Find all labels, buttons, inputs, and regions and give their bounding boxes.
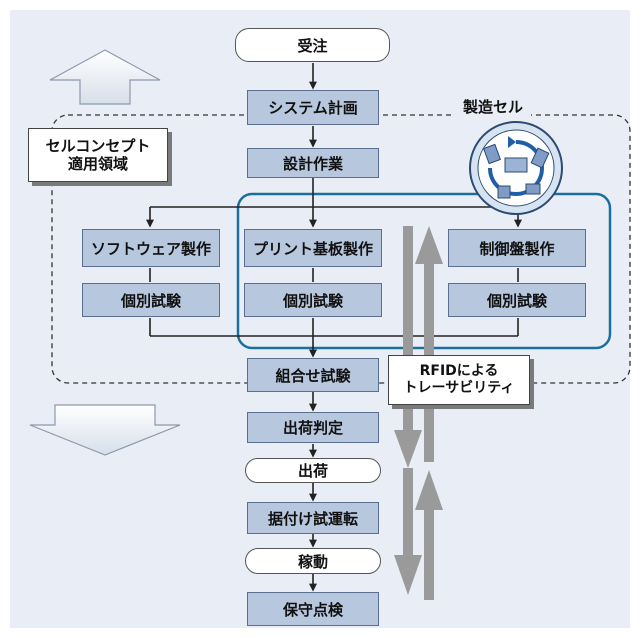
- node-order: 受注: [235, 28, 390, 62]
- node-unit-test-panel: 個別試験: [448, 283, 586, 317]
- trace-down-arrow-lower: [394, 468, 422, 595]
- big-up-arrow: [49, 49, 161, 105]
- node-system-plan: システム計画: [247, 90, 379, 125]
- node-integration-test: 組合せ試験: [247, 358, 379, 392]
- manufacturing-cell-label: 製造セル: [455, 96, 532, 117]
- node-unit-test-software: 個別試験: [82, 283, 220, 317]
- rfid-line2: トレーサビリティ: [403, 380, 515, 396]
- node-installation: 据付け試運転: [247, 502, 379, 534]
- cell-concept-label: セルコンセプト 適用領域: [28, 128, 168, 182]
- manufacturing-cell-icon: [469, 121, 563, 215]
- node-shipping-judgement: 出荷判定: [247, 412, 379, 443]
- cell-concept-line2: 適用領域: [67, 155, 128, 173]
- node-software: ソフトウェア製作: [82, 229, 220, 267]
- trace-down-arrow-upper: [394, 226, 422, 468]
- trace-up-arrow-upper: [415, 226, 443, 462]
- rfid-traceability-label: RFIDによる トレーサビリティ: [388, 355, 530, 405]
- node-unit-test-pcb: 個別試験: [244, 283, 382, 317]
- cell-concept-line1: セルコンセプト: [45, 137, 151, 155]
- node-design: 設計作業: [247, 148, 379, 178]
- node-panel: 制御盤製作: [448, 229, 586, 267]
- node-pcb: プリント基板製作: [244, 229, 382, 267]
- node-operation: 稼動: [245, 548, 381, 574]
- node-shipping: 出荷: [245, 458, 381, 483]
- trace-up-arrow-lower: [415, 470, 443, 600]
- big-down-arrow: [29, 404, 181, 456]
- rfid-line1: RFIDによる: [419, 363, 499, 380]
- node-maintenance: 保守点検: [247, 592, 379, 626]
